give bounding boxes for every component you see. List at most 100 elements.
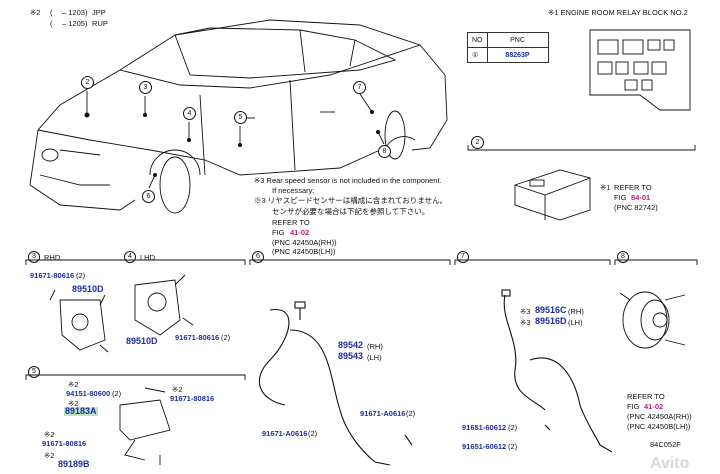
section-2-refer: REFER TO xyxy=(614,183,652,192)
section-7-header: 7 xyxy=(457,251,469,263)
legend-mark: ※2 xyxy=(30,8,41,17)
section-7-lh: (LH) xyxy=(568,318,583,327)
car-callout-5[interactable]: 5 xyxy=(234,111,247,124)
section-6-screw-left[interactable]: 91671-A0616 xyxy=(262,429,308,438)
car-callout-2[interactable]: 2 xyxy=(81,76,94,89)
legend-range-2: – 1205) xyxy=(62,19,88,28)
section-7-rh: (RH) xyxy=(568,307,584,316)
section-6-screw-left-qty: (2) xyxy=(308,429,318,438)
relay-block-illustration xyxy=(589,29,691,111)
section-4-screw-qty: (2) xyxy=(221,333,231,342)
section-2-pnc: (PNC 82742) xyxy=(614,203,658,212)
section-4-header: 4 LHD xyxy=(124,251,155,263)
section-6-number: 6 xyxy=(252,251,264,263)
section-2-fig-label: FIG xyxy=(614,193,627,202)
section-6-part-lh[interactable]: 89543 xyxy=(338,351,364,361)
note-en-line2: If necessary: xyxy=(272,186,315,195)
section-8-header: 8 xyxy=(617,251,629,263)
section-8-refer: REFER TO xyxy=(627,392,665,401)
section-8-number: 8 xyxy=(617,251,629,263)
section-5-number: 5 xyxy=(28,366,40,378)
car-callout-7[interactable]: 7 xyxy=(353,81,366,94)
section-5-screw-right[interactable]: 91671-80816 xyxy=(170,394,215,403)
legend-paren-1: ( xyxy=(50,8,53,17)
section-6-header: 6 xyxy=(252,251,264,263)
section-3-screw-qty: (2) xyxy=(76,271,86,280)
section-3-title: RHD xyxy=(44,252,61,262)
section-5-mark-1: ※2 xyxy=(68,380,79,389)
note-fig-link[interactable]: 41-02 xyxy=(290,228,310,237)
note-pnc1: (PNC 42450A(RH)) xyxy=(272,238,337,247)
section-8-fig-link[interactable]: 41-02 xyxy=(644,402,664,411)
section-3-part[interactable]: 89510D xyxy=(72,284,104,294)
section-8-fig-label: FIG xyxy=(627,402,640,411)
legend-paren-2: ( xyxy=(50,19,53,28)
section-6-part-rh[interactable]: 89542 xyxy=(338,340,364,350)
section-6-screw-right-qty: (2) xyxy=(406,409,416,418)
car-callout-6[interactable]: 6 xyxy=(142,190,155,203)
hub-bearing-illustration xyxy=(619,291,686,349)
note-en-line1: ※3 Rear speed sensor is not included in … xyxy=(254,176,442,185)
front-speed-sensor-harness xyxy=(258,301,413,466)
ecu-illustration xyxy=(514,169,591,221)
watermark-logo: Avito xyxy=(650,455,690,472)
section-5-bolt-qty: (2) xyxy=(112,389,122,398)
section-7-screw-2[interactable]: 91651-60612 xyxy=(462,442,507,451)
pnc-table-row-no: ① xyxy=(467,47,488,63)
note-refer: REFER TO xyxy=(272,218,310,227)
section-8-pnc2: (PNC 42450B(LH)) xyxy=(627,422,691,431)
section-5-mark-2: ※2 xyxy=(68,399,79,408)
section-4-title: LHD xyxy=(140,252,156,262)
section-7-screw-1-qty: (2) xyxy=(508,423,518,432)
section-3-number: 3 xyxy=(28,251,40,263)
note-pnc2: (PNC 42450B(LH)) xyxy=(272,247,336,256)
section-7-part-lh[interactable]: 89516D xyxy=(535,316,567,326)
section-5-mark-4: ※2 xyxy=(44,430,55,439)
note-jp-line1: ※3 リヤスピードセンサーは構成に含まれておりません。 xyxy=(254,196,448,205)
section-7-number: 7 xyxy=(457,251,469,263)
section-6-rh: (RH) xyxy=(367,342,383,351)
section-5-part[interactable]: 89183A xyxy=(64,406,98,416)
note-jp-line2: センサが必要な場合は下記を参照して下さい。 xyxy=(272,207,430,216)
section-4-screw[interactable]: 91671-80616 xyxy=(175,333,220,342)
yaw-sensor-illustration xyxy=(119,387,171,465)
section-6-screw-right[interactable]: 91671-A0616 xyxy=(360,409,406,418)
note-fig-label: FIG xyxy=(272,228,285,237)
diagram-code: 84C052F xyxy=(650,440,681,449)
section-4-number: 4 xyxy=(124,251,136,263)
section-7-screw-1[interactable]: 91651-60612 xyxy=(462,423,507,432)
section-2-mark: ※1 xyxy=(600,183,611,192)
rhd-sensor-illustration xyxy=(49,289,109,353)
section-3-screw[interactable]: 91671-80616 xyxy=(30,271,75,280)
legend-range-1: – 1203) xyxy=(62,8,88,17)
section-7-part-rh[interactable]: 89516C xyxy=(535,305,567,315)
relay-block-title: ※1 ENGINE ROOM RELAY BLOCK NO.2 xyxy=(548,8,688,17)
section-7-mark-2: ※3 xyxy=(520,318,531,327)
car-callout-8[interactable]: 8 xyxy=(378,145,391,158)
section-5-mark-3: ※2 xyxy=(172,385,183,394)
section-5-mark-5: ※2 xyxy=(44,451,55,460)
car-callout-3[interactable]: 3 xyxy=(139,81,152,94)
car-callout-4[interactable]: 4 xyxy=(183,107,196,120)
section-5-screw-left[interactable]: 91671-80816 xyxy=(42,439,87,448)
section-2-number: 2 xyxy=(471,136,484,149)
lhd-sensor-illustration xyxy=(134,274,194,336)
section-5-header: 5 xyxy=(28,366,40,378)
section-7-screw-2-qty: (2) xyxy=(508,442,518,451)
section-6-lh: (LH) xyxy=(367,353,382,362)
rear-speed-sensor-harness xyxy=(501,289,613,453)
section-8-pnc1: (PNC 42450A(RH)) xyxy=(627,412,692,421)
section-3-header: 3 RHD xyxy=(28,251,60,263)
section-5-part-2[interactable]: 89189B xyxy=(58,459,90,469)
pnc-table-row-part[interactable]: 88263P xyxy=(486,47,549,63)
section-5-bolt[interactable]: 94151-80600 xyxy=(66,389,111,398)
section-2-fig-link[interactable]: 84-01 xyxy=(631,193,651,202)
relay-pnc-table: NO PNC ① 88263P xyxy=(467,32,549,63)
section-4-part[interactable]: 89510D xyxy=(126,336,158,346)
car-illustration xyxy=(29,19,448,214)
section-7-mark-1: ※3 xyxy=(520,307,531,316)
legend-code-1: JPP xyxy=(92,8,106,17)
pnc-table-header-pnc: PNC xyxy=(486,32,549,48)
legend-code-2: RUP xyxy=(92,19,108,28)
